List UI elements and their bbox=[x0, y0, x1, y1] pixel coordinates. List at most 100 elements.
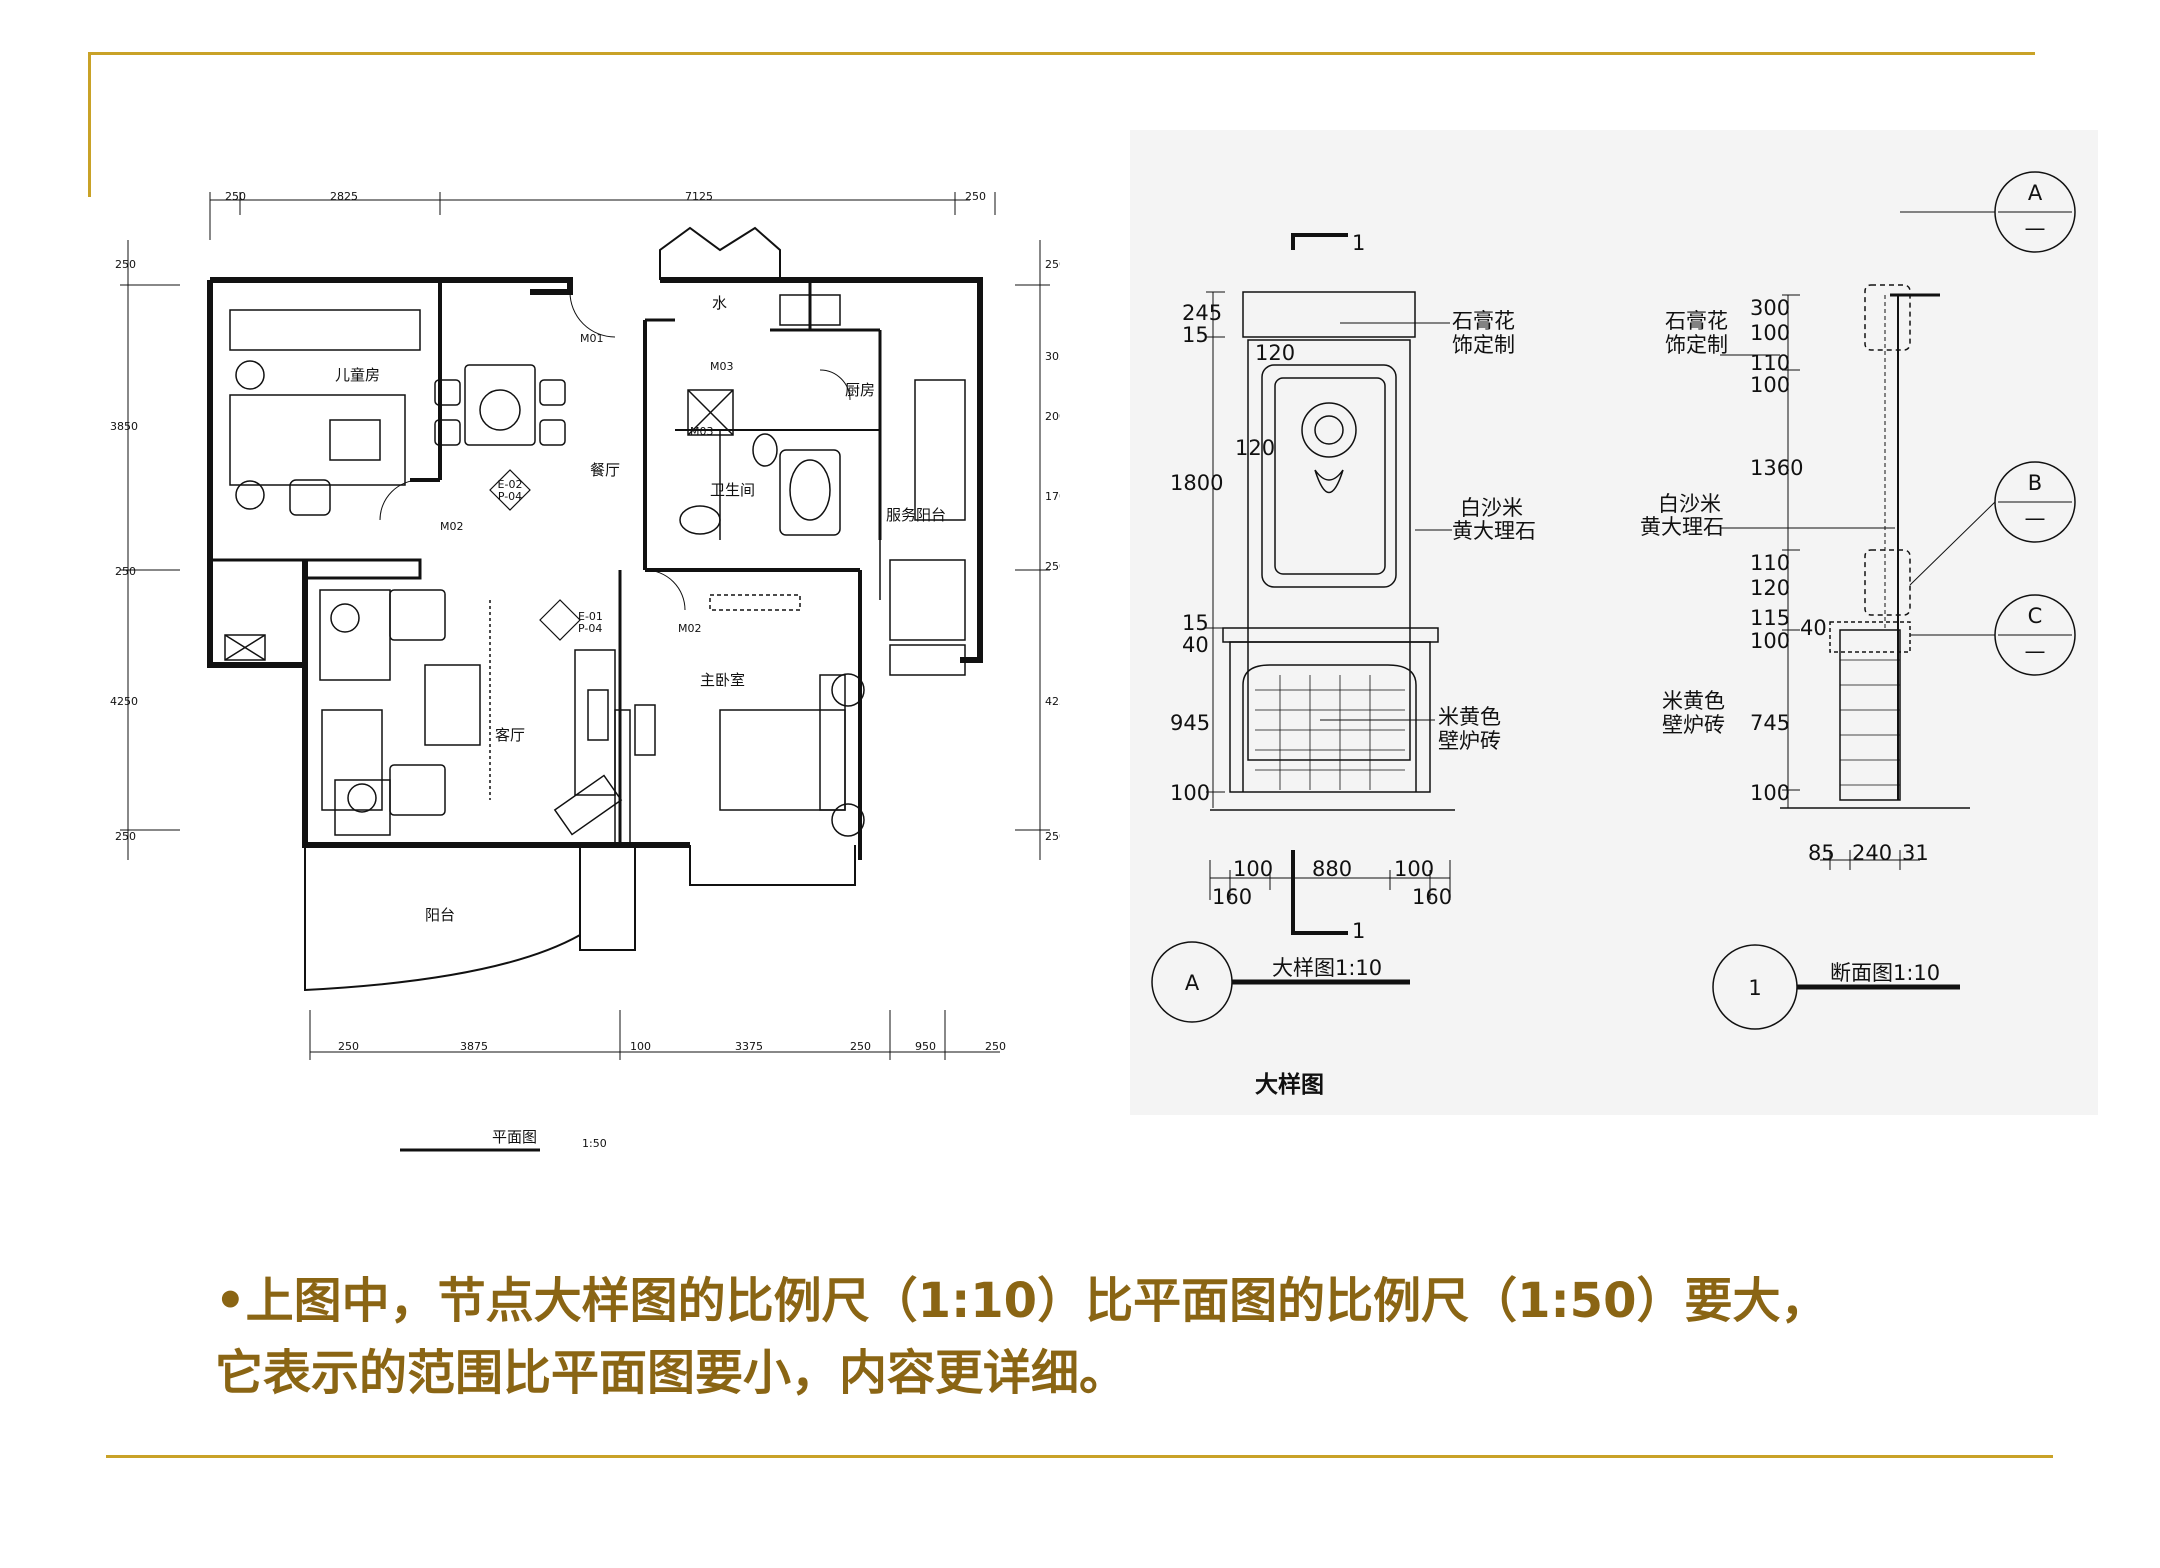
plan-dim-left-4: 250 bbox=[115, 830, 136, 843]
caption-line-1: •上图中，节点大样图的比例尺（1:10）比平面图的比例尺（1:50）要大， bbox=[215, 1273, 1829, 1329]
sec-circle-label: 1 bbox=[1748, 976, 1761, 1000]
elev-vdim-1: 15 bbox=[1182, 323, 1209, 347]
marker-e02-top: E-02 bbox=[498, 478, 523, 491]
plan-dim-right-3: 1700 bbox=[1045, 490, 1060, 503]
elev-inner-dim-0: 120 bbox=[1255, 341, 1295, 365]
plan-dim-right-1: 3050 bbox=[1045, 350, 1060, 363]
room-water: 水 bbox=[712, 294, 727, 312]
sec-hdim-2: 31 bbox=[1902, 841, 1929, 865]
plan-dim-top-0: 250 bbox=[225, 190, 246, 203]
caption: •上图中，节点大样图的比例尺（1:10）比平面图的比例尺（1:50）要大， 它表… bbox=[215, 1265, 1995, 1409]
elev-hdim-top-0: 100 bbox=[1233, 857, 1273, 881]
elev-label-plaster-2: 饰定制 bbox=[1452, 333, 1515, 357]
sec-label-brick-1: 米黄色 bbox=[1662, 689, 1725, 713]
plan-scale: 1:50 bbox=[582, 1137, 607, 1150]
plan-dim-right-4: 250 bbox=[1045, 560, 1060, 573]
elev-section-mark-bottom: 1 bbox=[1352, 919, 1365, 943]
plan-dim-bottom-3: 3375 bbox=[735, 1040, 763, 1053]
callout-a-dash: — bbox=[2025, 216, 2046, 240]
elev-inner-dim-1: 120 bbox=[1235, 436, 1275, 460]
top-rule bbox=[88, 52, 2035, 55]
sec-hdim-0: 85 bbox=[1808, 841, 1835, 865]
sec-vdim-6: 120 bbox=[1750, 576, 1790, 600]
elev-vdim-6: 100 bbox=[1170, 781, 1210, 805]
marker-e01-bottom: P-04 bbox=[578, 622, 602, 635]
room-children: 儿童房 bbox=[335, 366, 380, 384]
detail-panel: 1 1 245 15 1800 15 40 945 100 120 120 10… bbox=[1130, 130, 2098, 1115]
elev-hdim-bottom-0: 160 bbox=[1212, 885, 1252, 909]
sec-vdim-4: 1360 bbox=[1750, 456, 1803, 480]
plan-title: 平面图 bbox=[492, 1128, 537, 1146]
sec-label-plaster-1: 石膏花 bbox=[1665, 309, 1728, 333]
plan-dim-left-0: 250 bbox=[115, 258, 136, 271]
elev-vdim-4: 40 bbox=[1182, 633, 1209, 657]
door-m03a: M03 bbox=[710, 360, 734, 373]
elev-vdim-0: 245 bbox=[1182, 301, 1222, 325]
room-service-balcony: 服务阳台 bbox=[886, 506, 946, 524]
room-bathroom: 卫生间 bbox=[710, 481, 755, 499]
plan-dim-bottom-1: 3875 bbox=[460, 1040, 488, 1053]
plan-dim-bottom-5: 950 bbox=[915, 1040, 936, 1053]
sec-vdim-7: 115 bbox=[1750, 606, 1790, 630]
caption-line-2: 它表示的范围比平面图要小，内容更详细。 bbox=[215, 1345, 1128, 1401]
plan-dim-bottom-2: 100 bbox=[630, 1040, 651, 1053]
elev-hdim-bottom-1: 160 bbox=[1412, 885, 1452, 909]
door-m03b: M03 bbox=[690, 425, 714, 438]
sec-label-brick-2: 壁炉砖 bbox=[1662, 713, 1725, 737]
elev-section-mark-top: 1 bbox=[1352, 231, 1365, 255]
sec-vdim-11: 100 bbox=[1750, 781, 1790, 805]
callout-b: B bbox=[2028, 471, 2042, 495]
sec-title: 断面图1:10 bbox=[1830, 961, 1940, 985]
left-rule bbox=[88, 52, 91, 197]
sec-hdim-1: 240 bbox=[1852, 841, 1892, 865]
plan-dim-right-2: 200 bbox=[1045, 410, 1060, 423]
floor-plan: 250 2825 7125 250 250 3875 100 3375 250 … bbox=[110, 190, 1060, 1152]
elev-label-plaster-1: 石膏花 bbox=[1452, 309, 1515, 333]
plan-dim-top-1: 2825 bbox=[330, 190, 358, 203]
elev-vdim-2: 1800 bbox=[1170, 471, 1223, 495]
elev-hdim-top-1: 880 bbox=[1312, 857, 1352, 881]
elev-label-marble-2: 黄大理石 bbox=[1452, 519, 1536, 543]
plan-dim-left-1: 3850 bbox=[110, 420, 138, 433]
plan-dim-top-2: 7125 bbox=[685, 190, 713, 203]
room-master-bedroom: 主卧室 bbox=[700, 671, 745, 689]
detail-drawings: 1 1 245 15 1800 15 40 945 100 120 120 10… bbox=[1151, 171, 2076, 1098]
bottom-rule bbox=[106, 1455, 2053, 1458]
callout-b-dash: — bbox=[2025, 506, 2046, 530]
elev-circle-label: A bbox=[1185, 971, 1200, 995]
plan-dim-bottom-0: 250 bbox=[338, 1040, 359, 1053]
plan-dim-bottom-6: 250 bbox=[985, 1040, 1006, 1053]
sec-vdim-5: 110 bbox=[1750, 551, 1790, 575]
detail-panel-title: 大样图 bbox=[1255, 1071, 1324, 1098]
plan-dim-right-5: 4250 bbox=[1045, 695, 1060, 708]
plan-dim-left-2: 250 bbox=[115, 565, 136, 578]
room-living: 客厅 bbox=[495, 726, 525, 744]
plan-dim-bottom-4: 250 bbox=[850, 1040, 871, 1053]
elev-vdim-3: 15 bbox=[1182, 611, 1209, 635]
sec-vdim-8: 100 bbox=[1750, 629, 1790, 653]
elev-title: 大样图1:10 bbox=[1272, 956, 1382, 980]
sec-vdim-9: 40 bbox=[1800, 616, 1827, 640]
sec-vdim-0: 300 bbox=[1750, 296, 1790, 320]
marker-e01-top: E-01 bbox=[578, 610, 603, 623]
elev-hdim-top-2: 100 bbox=[1394, 857, 1434, 881]
room-balcony: 阳台 bbox=[425, 906, 455, 924]
sec-vdim-1: 100 bbox=[1750, 321, 1790, 345]
callout-a: A bbox=[2028, 181, 2043, 205]
plan-dim-right-6: 250 bbox=[1045, 830, 1060, 843]
door-m02b: M02 bbox=[678, 622, 702, 635]
sec-vdim-3: 100 bbox=[1750, 373, 1790, 397]
sec-label-marble-2: 黄大理石 bbox=[1640, 515, 1724, 539]
elev-vdim-5: 945 bbox=[1170, 711, 1210, 735]
room-dining: 餐厅 bbox=[590, 461, 620, 479]
sec-label-plaster-2: 饰定制 bbox=[1665, 333, 1728, 357]
plan-dim-right-0: 250 bbox=[1045, 258, 1060, 271]
sec-vdim-2: 110 bbox=[1750, 351, 1790, 375]
callout-c: C bbox=[2028, 604, 2043, 628]
plan-dim-left-3: 4250 bbox=[110, 695, 138, 708]
callout-c-dash: — bbox=[2025, 639, 2046, 663]
door-m02a: M02 bbox=[440, 520, 464, 533]
elev-label-marble-1: 白沙米 bbox=[1460, 496, 1523, 520]
sec-label-marble-1: 白沙米 bbox=[1658, 492, 1721, 516]
plan-dim-top-3: 250 bbox=[965, 190, 986, 203]
